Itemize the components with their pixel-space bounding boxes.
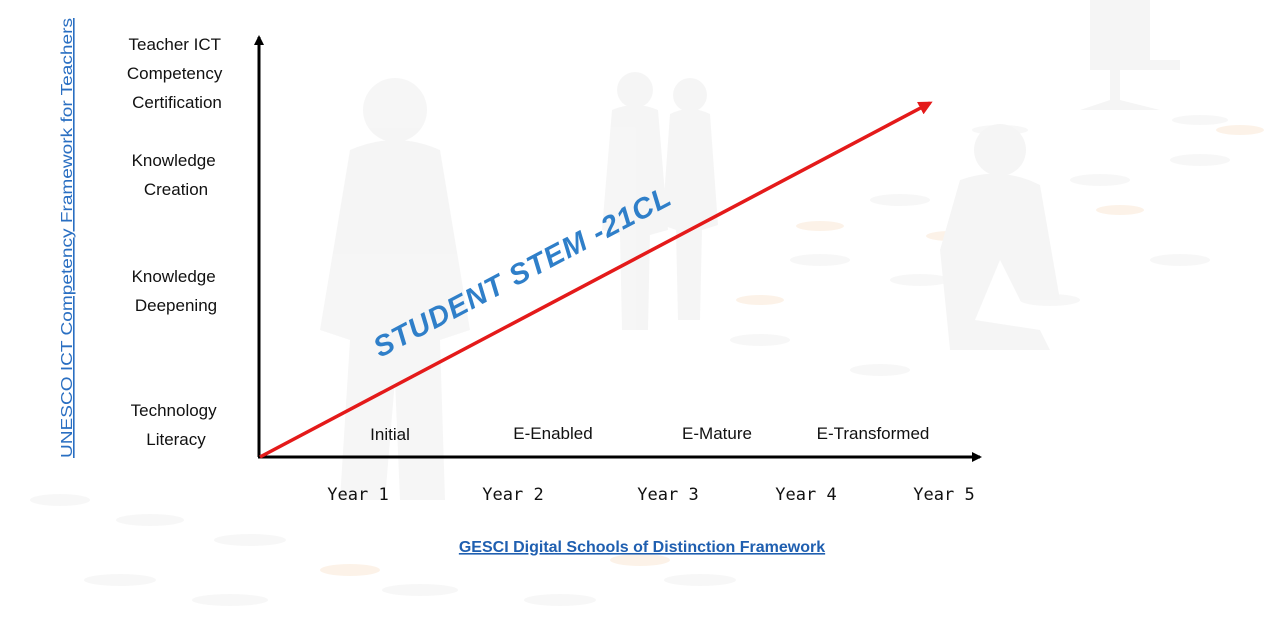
year-labels: Year 1 Year 2 Year 3 Year 4 Year 5 [327,485,974,505]
year-1: Year 1 [327,485,388,505]
year-4: Year 4 [775,485,836,505]
stage-e-transformed: E-Transformed [817,424,930,443]
silhouette-people-background-icon [320,0,1180,500]
year-3: Year 3 [637,485,698,505]
y-level-knowledge-creation: Knowledge Creation [132,151,221,199]
year-5: Year 5 [913,485,974,505]
stage-labels: Initial E-Enabled E-Mature E-Transformed [370,424,929,444]
y-axis-levels: Teacher ICT Competency Certification Kno… [127,35,227,449]
unesco-framework-link[interactable]: UNESCO ICT Competency Framework for Teac… [59,18,76,458]
trend-arrow [259,101,933,459]
stage-initial: Initial [370,425,410,444]
stage-e-enabled: E-Enabled [513,424,592,443]
y-level-technology-literacy: Technology Literacy [131,401,222,449]
y-level-knowledge-deepening: Knowledge Deepening [132,267,221,315]
stage-e-mature: E-Mature [682,424,752,443]
y-level-teacher-ict-certification: Teacher ICT Competency Certification [127,35,227,112]
gesci-framework-link[interactable]: GESCI Digital Schools of Distinction Fra… [459,539,825,556]
background-decoration [30,0,1264,606]
year-2: Year 2 [482,485,543,505]
